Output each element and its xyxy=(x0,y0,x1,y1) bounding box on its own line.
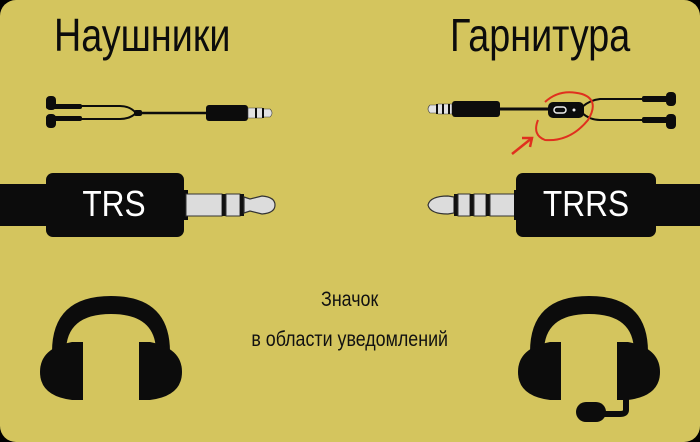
headset-cable-icon xyxy=(427,91,676,155)
caption-line-1: Значок xyxy=(321,288,379,311)
headset-title: Гарнитура xyxy=(450,9,631,61)
caption-line-2: в области уведомлений xyxy=(251,328,449,351)
annotation-circle-icon xyxy=(535,91,594,142)
headset-icon xyxy=(518,296,660,422)
annotation-arrow-icon xyxy=(511,137,533,155)
trrs-jack-icon xyxy=(427,173,700,237)
headphones-title: Наушники xyxy=(54,9,231,61)
trs-jack-icon xyxy=(0,173,276,237)
trrs-label: TRRS xyxy=(542,183,630,224)
trs-label: TRS xyxy=(82,183,146,224)
earphones-cable-icon xyxy=(46,96,273,128)
headphones-icon xyxy=(40,296,182,400)
